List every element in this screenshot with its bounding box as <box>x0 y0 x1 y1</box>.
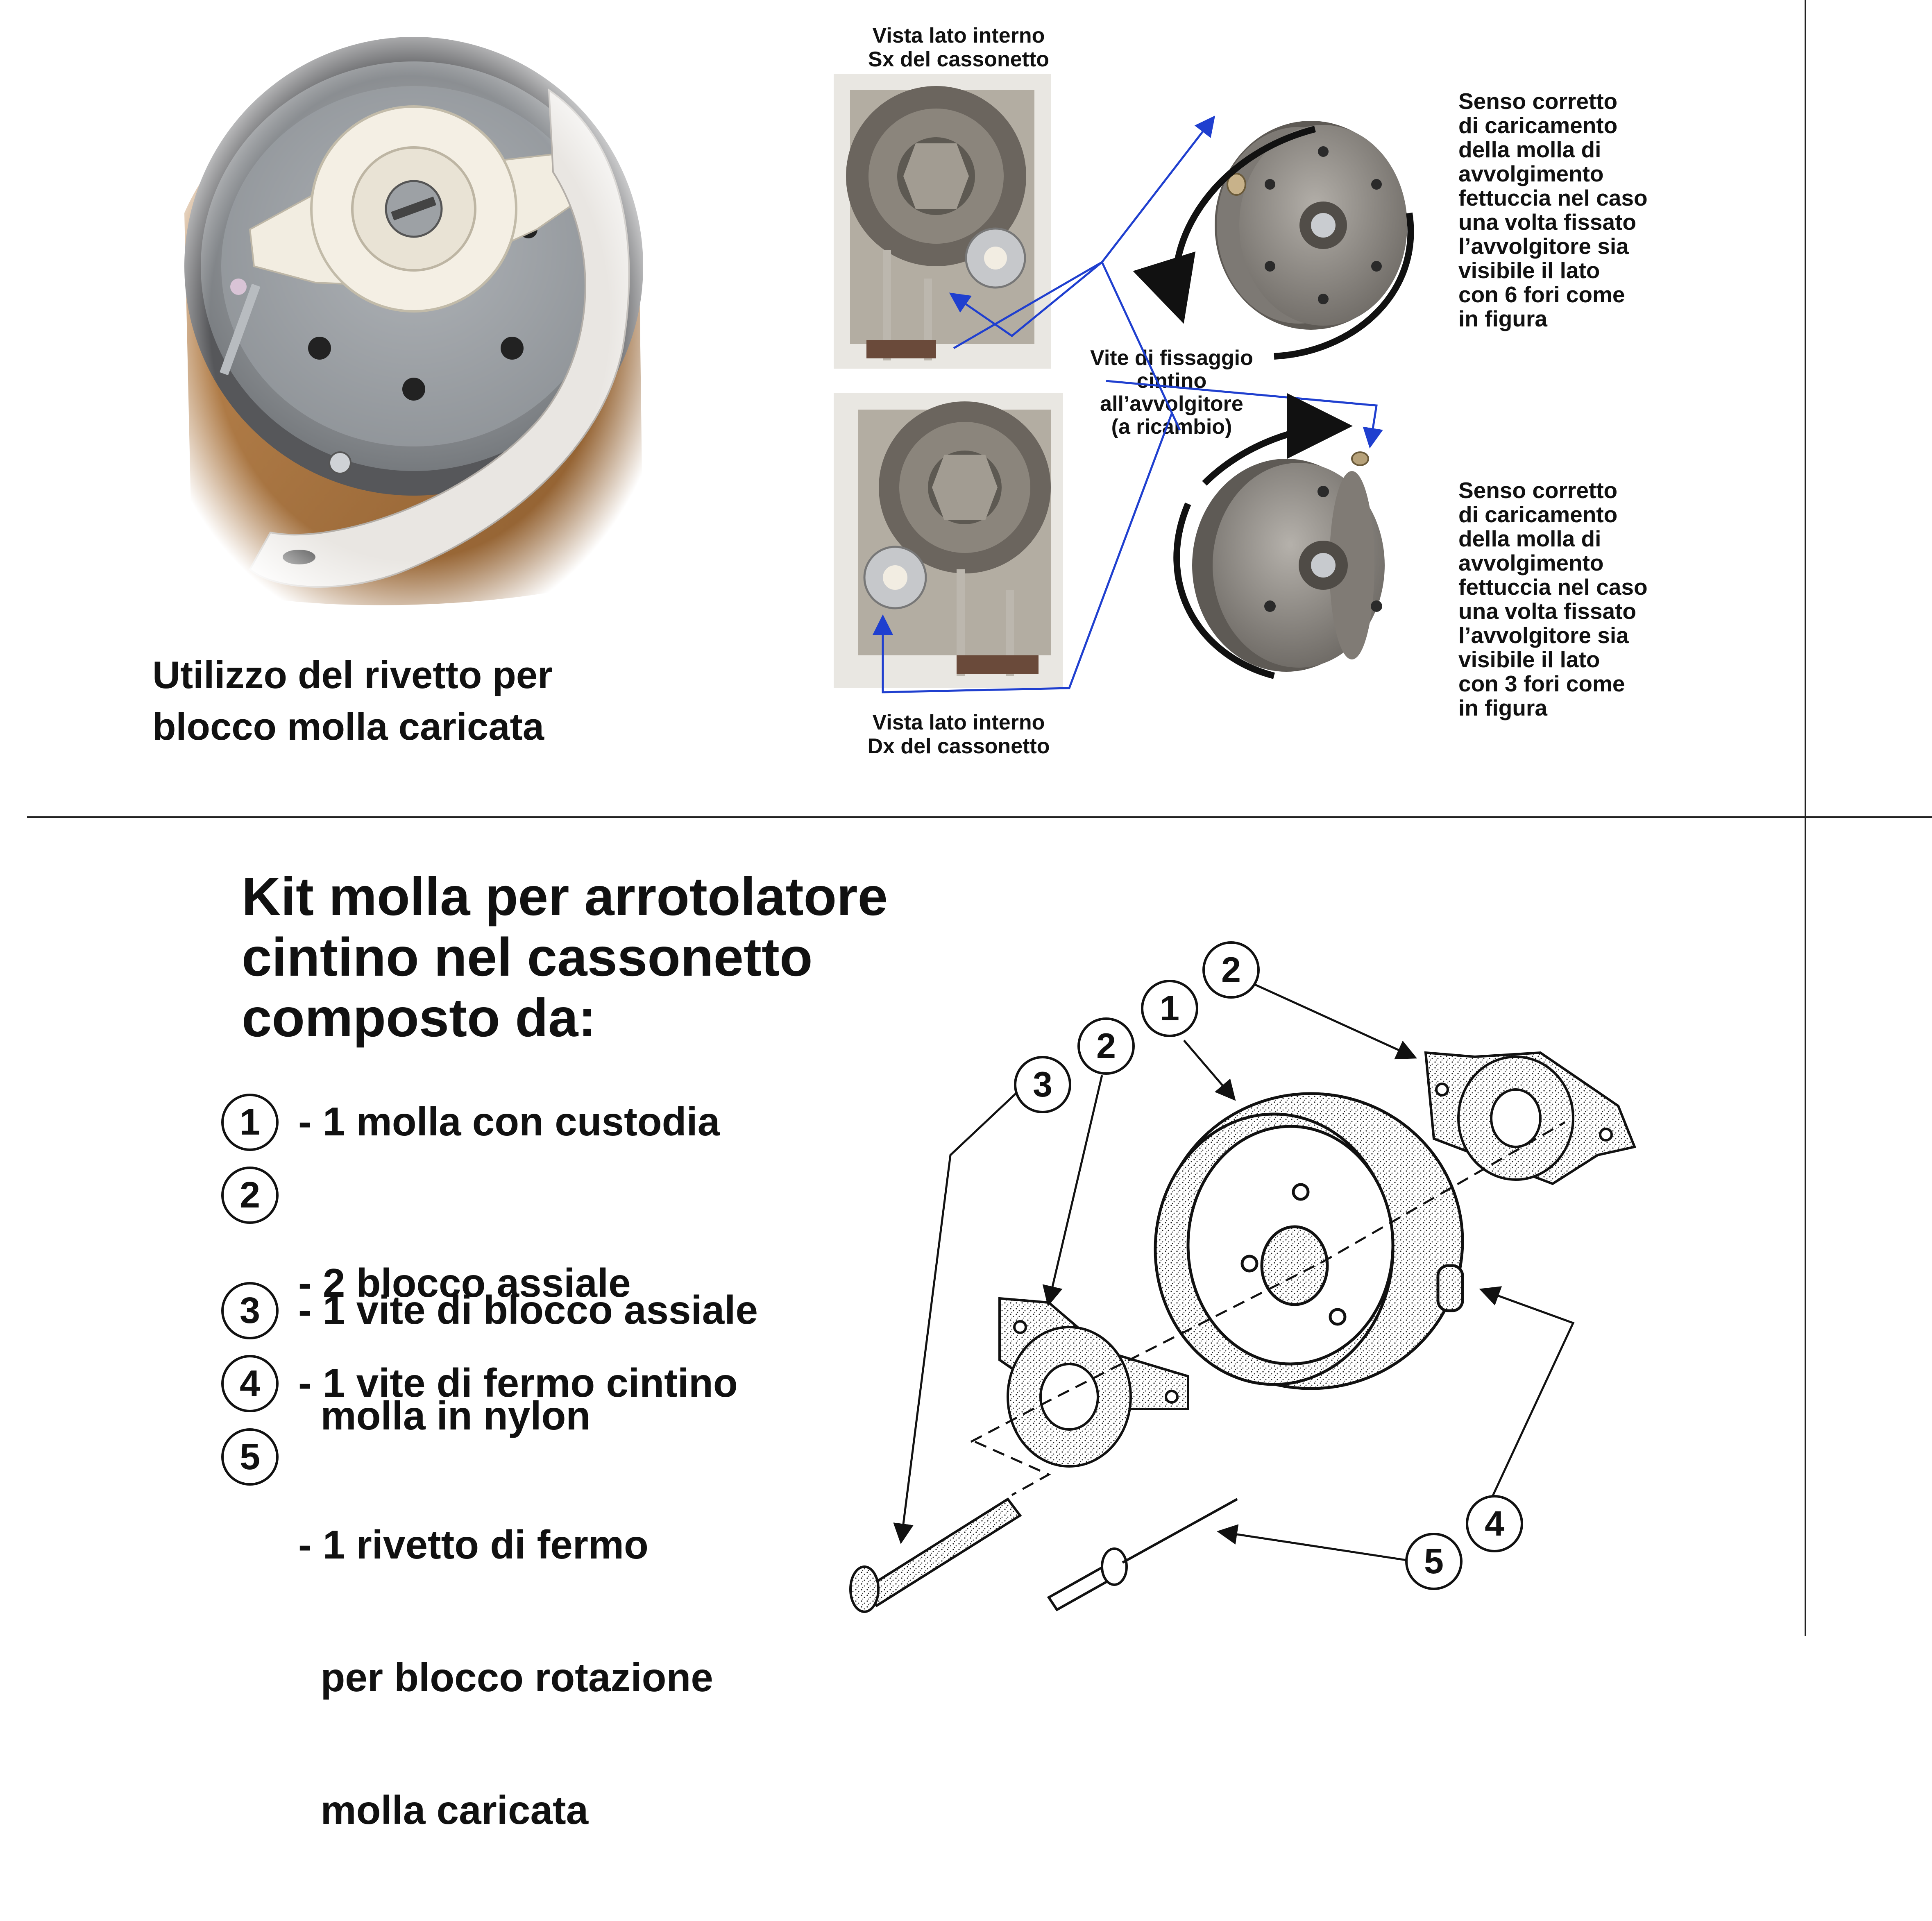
callout-leaders <box>893 982 1575 1562</box>
left-view-label: Vista lato interno Sx del cassonetto <box>868 24 1050 71</box>
kit-item-2: 2 - 2 blocco assiale molla in nylon <box>221 1167 631 1526</box>
horizontal-divider <box>27 816 1932 818</box>
kit-number-badge: 1 <box>221 1094 279 1151</box>
axial-screw-drawing <box>849 1497 1022 1613</box>
callout-4: 4 <box>1466 1495 1523 1552</box>
callout-3: 3 <box>1014 1056 1071 1113</box>
callout-1: 1 <box>1141 980 1198 1037</box>
kit-item-text: - 1 vite di blocco assiale <box>298 1287 758 1332</box>
axial-block-left-drawing <box>998 1297 1189 1468</box>
kit-item-3: 3 - 1 vite di blocco assiale <box>221 1282 758 1339</box>
rivet-caption: Utilizzo del rivetto per blocco molla ca… <box>152 653 553 748</box>
kit-item-5: 5 - 1 rivetto di fermo per blocco rotazi… <box>221 1428 713 1921</box>
rivet-photo <box>168 37 651 623</box>
kit-number-badge: 4 <box>221 1355 279 1412</box>
kit-number-badge: 3 <box>221 1282 279 1339</box>
fixing-screw-label: Vite di fissaggio cintino all’avvolgitor… <box>1090 346 1253 439</box>
kit-item-text: - 2 blocco assiale molla in nylon <box>298 1260 631 1438</box>
kit-number-badge: 2 <box>221 1167 279 1224</box>
right-view-label: Vista lato interno Dx del cassonetto <box>867 711 1050 758</box>
note-three-holes: Senso corretto di caricamento della moll… <box>1458 478 1648 720</box>
kit-item-4: 4 - 1 vite di fermo cintino <box>221 1355 738 1412</box>
kit-item-text: - 1 rivetto di fermo per blocco rotazion… <box>298 1522 713 1833</box>
kit-item-1: 1 - 1 molla con custodia <box>221 1094 720 1151</box>
kit-number-badge: 5 <box>221 1428 279 1486</box>
kit-item-text: - 1 molla con custodia <box>298 1099 720 1144</box>
callout-2-right: 2 <box>1202 941 1260 999</box>
assembly-axis <box>970 1121 1566 1443</box>
spring-housing-drawing <box>1154 1092 1464 1390</box>
axial-block-right-drawing <box>1424 1051 1637 1185</box>
right-box-photo <box>834 393 1063 688</box>
callout-5: 5 <box>1405 1533 1463 1590</box>
screw-axis <box>974 1441 1051 1496</box>
callout-2-left: 2 <box>1077 1017 1135 1075</box>
left-box-photo <box>834 74 1051 369</box>
winder-six-holes-photo <box>1188 115 1409 336</box>
winder-three-holes-photo <box>1188 442 1409 680</box>
kit-title: Kit molla per arrotolatore cintino nel c… <box>242 866 888 1048</box>
rivet-drawing <box>1047 1498 1238 1611</box>
kit-item-text: - 1 vite di fermo cintino <box>298 1360 738 1405</box>
vertical-divider <box>1805 0 1806 1636</box>
note-six-holes: Senso corretto di caricamento della moll… <box>1458 88 1648 331</box>
